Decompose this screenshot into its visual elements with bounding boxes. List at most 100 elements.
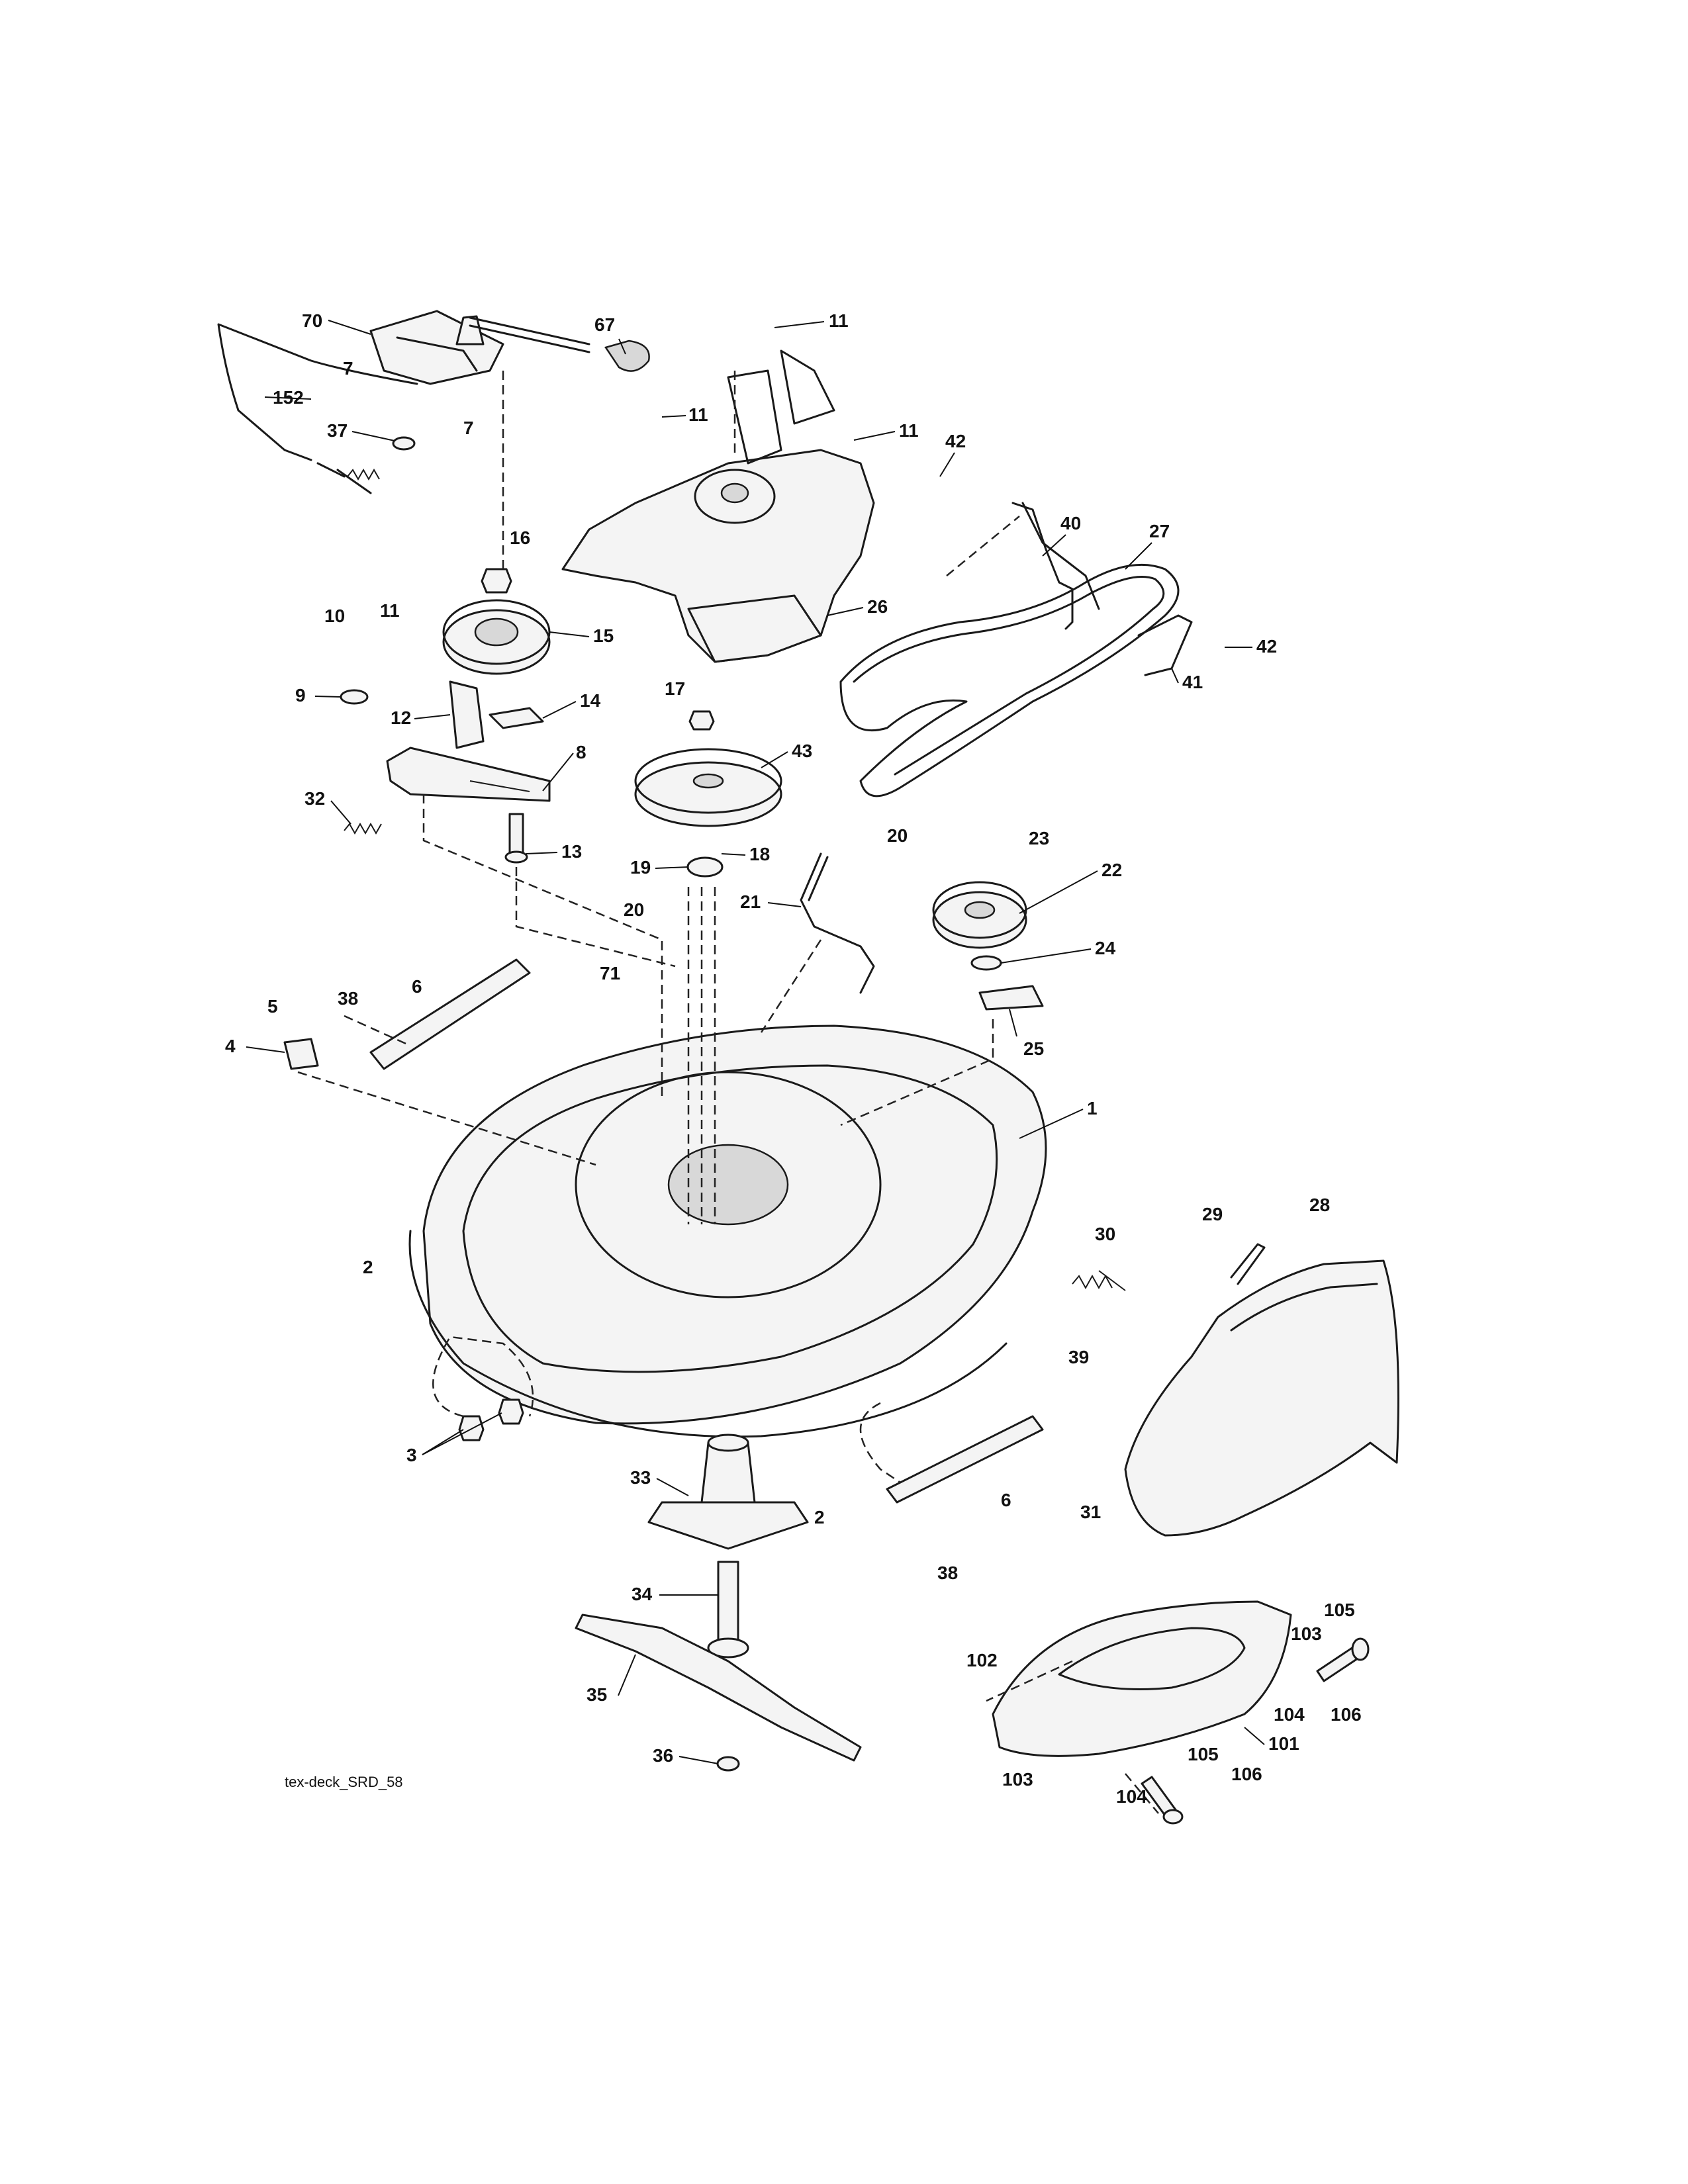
cable-part [217, 323, 418, 494]
rod-29 [1230, 1243, 1266, 1285]
callout-26: 26 [867, 596, 888, 617]
bracket-25 [978, 985, 1044, 1011]
pin-105-right [1316, 1637, 1370, 1682]
deck-housing-1 [408, 1024, 1047, 1438]
bracket-21 [800, 852, 875, 994]
callout-labels: 70 67 11 7 152 37 7 11 11 42 40 27 16 26… [225, 310, 1362, 1807]
callout-6: 6 [1001, 1490, 1011, 1510]
callout-103: 103 [1291, 1623, 1322, 1644]
deck-bracket-4 [283, 1038, 319, 1070]
callout-17: 17 [665, 678, 685, 699]
callout-70: 70 [302, 310, 322, 331]
callout-8: 8 [576, 742, 586, 762]
washer-9 [340, 689, 369, 705]
callout-35: 35 [586, 1684, 607, 1705]
callout-105: 105 [1324, 1600, 1355, 1620]
callout-22: 22 [1102, 860, 1122, 880]
callout-106: 106 [1331, 1704, 1362, 1725]
callout-21: 21 [740, 891, 761, 912]
callout-71: 71 [600, 963, 620, 983]
callout-67: 67 [594, 314, 615, 335]
callout-16: 16 [510, 527, 530, 548]
callout-2: 2 [363, 1257, 373, 1277]
belt-part [839, 563, 1180, 797]
nut-3 [458, 1398, 524, 1441]
callout-33: 33 [630, 1467, 651, 1488]
callout-15: 15 [593, 625, 614, 646]
spring-30 [1072, 1270, 1126, 1291]
callout-14: 14 [580, 690, 601, 711]
callout-4: 4 [225, 1036, 236, 1056]
callout-103: 103 [1002, 1769, 1033, 1790]
idler-bracket-40 [1011, 502, 1100, 630]
callout-104: 104 [1116, 1786, 1147, 1807]
callout-1: 1 [1087, 1098, 1098, 1118]
callout-105: 105 [1188, 1744, 1219, 1764]
callout-36: 36 [653, 1745, 673, 1766]
callout-104: 104 [1274, 1704, 1305, 1725]
callout-30: 30 [1095, 1224, 1115, 1244]
callout-29: 29 [1202, 1204, 1223, 1224]
callout-23: 23 [1029, 828, 1049, 848]
deck-link-6-upper [369, 958, 531, 1070]
callout-106: 106 [1231, 1764, 1262, 1784]
nut-17 [688, 710, 715, 731]
callout-34: 34 [632, 1584, 653, 1604]
callout-24: 24 [1095, 938, 1116, 958]
bracket-14 [489, 707, 544, 729]
drawing-id-caption: tex-deck_SRD_58 [285, 1774, 403, 1790]
callout-39: 39 [1068, 1347, 1089, 1367]
callout-43: 43 [792, 741, 812, 761]
callout-18: 18 [749, 844, 770, 864]
belt-cover-part [561, 349, 875, 663]
callout-11: 11 [688, 404, 708, 425]
callout-5: 5 [267, 996, 278, 1017]
deck-link-6-lower [886, 1415, 1044, 1504]
bearing-19 [686, 856, 724, 878]
spring-32 [344, 822, 382, 835]
spindle-shaft-34 [707, 1561, 749, 1659]
washer-37 [392, 436, 416, 451]
callout-101: 101 [1268, 1733, 1299, 1754]
callout-37: 37 [327, 420, 348, 441]
discharge-chute-28 [1124, 1259, 1399, 1537]
callout-31: 31 [1080, 1502, 1101, 1522]
callout-12: 12 [391, 707, 411, 728]
bracket-12 [449, 680, 485, 749]
idler-pulley-15 [442, 568, 551, 675]
callout-32: 32 [305, 788, 325, 809]
callout-20: 20 [624, 899, 644, 920]
callout-28: 28 [1309, 1195, 1330, 1215]
callout-3: 3 [406, 1445, 417, 1465]
callout-11: 11 [380, 600, 400, 621]
callout-25: 25 [1023, 1038, 1044, 1059]
callout-41: 41 [1182, 672, 1203, 692]
blade-35 [575, 1614, 862, 1762]
callout-7: 7 [343, 358, 353, 379]
idler-pulley-22 [932, 881, 1027, 971]
leader-lines [246, 320, 1265, 1764]
drive-pulley-43 [634, 748, 782, 827]
callout-11: 11 [899, 420, 919, 441]
callout-40: 40 [1060, 513, 1081, 533]
assembly-lines [297, 371, 1159, 1814]
callout-42: 42 [945, 431, 966, 451]
pin-105-lower [1141, 1776, 1184, 1825]
callout-38: 38 [937, 1563, 958, 1583]
callout-20: 20 [887, 825, 908, 846]
bolt-13 [504, 813, 528, 864]
callout-2: 2 [814, 1507, 825, 1527]
mulch-cover-101 [992, 1600, 1292, 1757]
callout-7: 7 [463, 418, 474, 438]
callout-42: 42 [1256, 636, 1277, 657]
callout-13: 13 [561, 841, 582, 862]
knob-part [604, 340, 650, 372]
spindle-33 [647, 1433, 809, 1550]
callout-27: 27 [1149, 521, 1170, 541]
idler-arm-8 [386, 747, 551, 802]
callout-11: 11 [829, 310, 849, 331]
callout-6: 6 [412, 976, 422, 997]
blade-bolt-36 [716, 1756, 740, 1772]
callout-9: 9 [295, 685, 306, 705]
